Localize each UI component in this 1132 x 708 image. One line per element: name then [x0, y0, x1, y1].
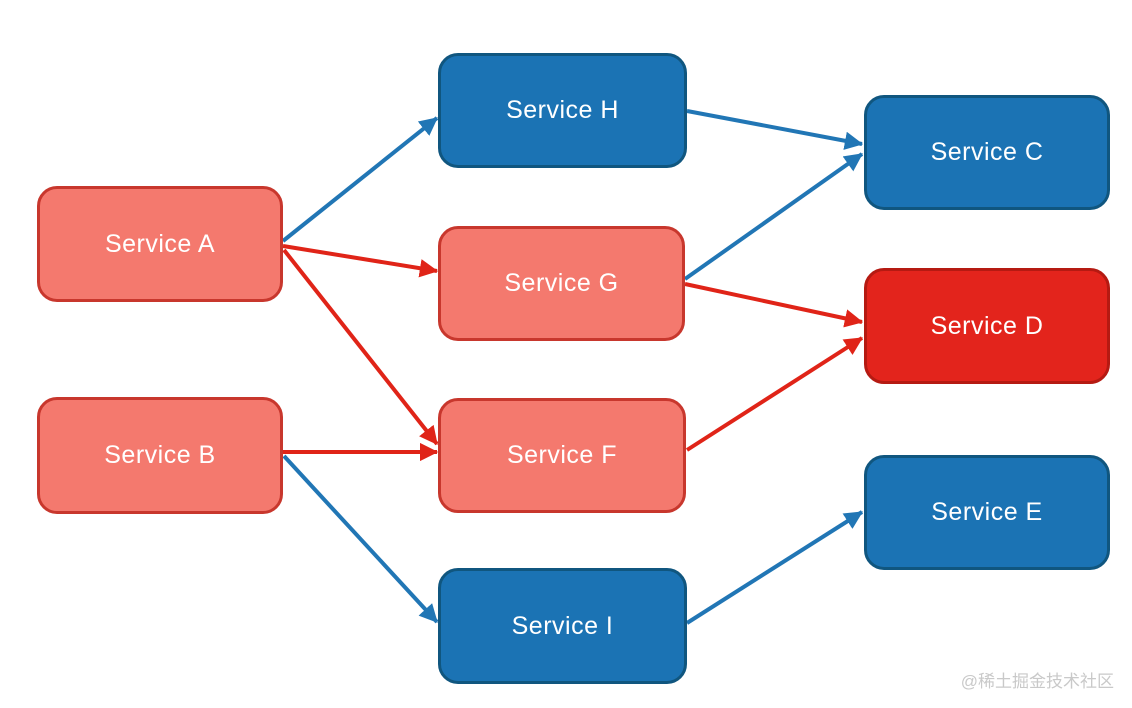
- edge-g-to-d: [684, 282, 864, 328]
- node-service-g: Service G: [438, 226, 685, 341]
- node-label: Service E: [931, 498, 1043, 526]
- node-service-d: Service D: [864, 268, 1110, 384]
- edge-h-to-c: [686, 109, 864, 150]
- watermark: @稀土掘金技术社区: [960, 672, 1114, 691]
- node-service-e: Service E: [864, 455, 1110, 570]
- node-label: Service C: [930, 138, 1044, 166]
- edge-i-to-e: [685, 510, 864, 625]
- edge-g-to-c: [683, 152, 864, 281]
- node-label: Service H: [506, 96, 619, 124]
- node-label: Service F: [506, 441, 618, 469]
- node-service-f: Service F: [438, 398, 686, 513]
- edge-a-to-g: [282, 244, 439, 278]
- edge-b-to-i: [282, 454, 439, 624]
- node-label: Service B: [104, 441, 216, 469]
- edge-a-to-f: [282, 248, 439, 446]
- node-label: Service G: [504, 269, 619, 297]
- node-service-b: Service B: [37, 397, 283, 514]
- node-label: Service A: [104, 229, 216, 258]
- edge-f-to-d: [685, 336, 864, 452]
- edge-a-to-h: [281, 116, 439, 243]
- node-service-h: Service H: [438, 53, 687, 168]
- node-label: Service D: [930, 311, 1044, 340]
- node-service-c: Service C: [864, 95, 1110, 210]
- node-service-i: Service I: [438, 568, 687, 684]
- node-label: Service I: [511, 611, 614, 640]
- node-service-a: Service A: [37, 186, 283, 302]
